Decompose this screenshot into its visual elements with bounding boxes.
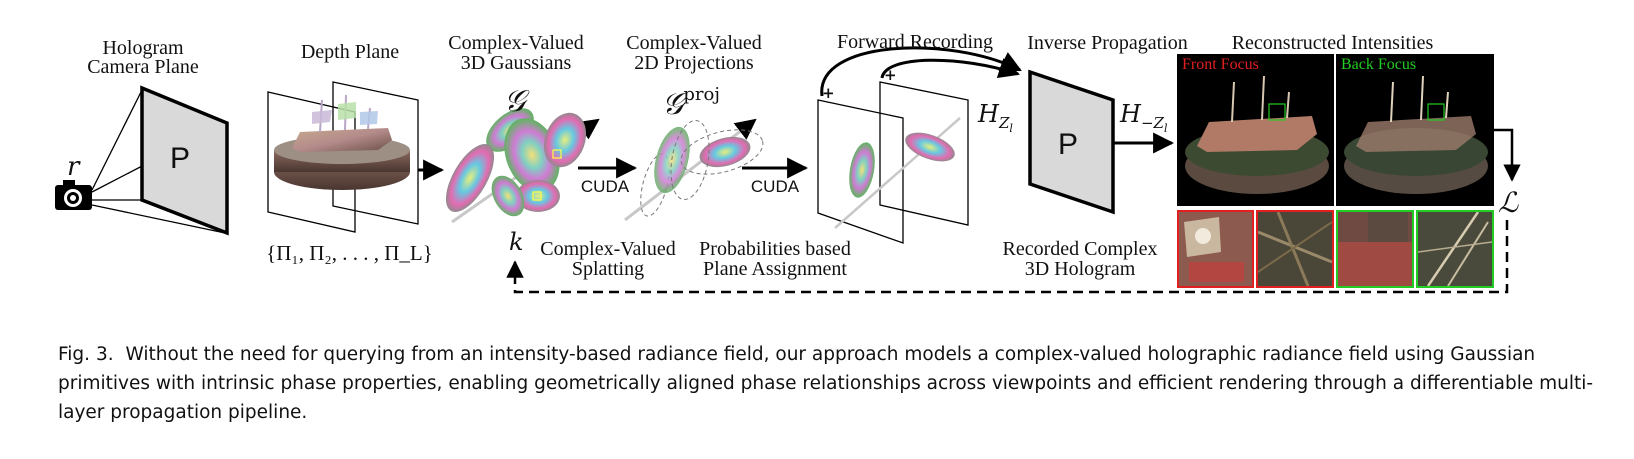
pipeline-diagram — [55, 46, 1521, 294]
crop-front-2 — [1256, 210, 1334, 288]
inverse-plane — [1028, 69, 1115, 215]
inverse-propagation-label: Inverse Propagation — [1027, 32, 1188, 54]
complex-gaussians-3d — [445, 108, 600, 224]
plus-sign-1: + — [822, 84, 835, 102]
ship-scene-image — [274, 94, 410, 190]
k-symbol: k — [509, 228, 524, 256]
figure-caption: Fig. 3. Without the need for querying fr… — [58, 340, 1598, 427]
h-forward-label: HZl — [978, 100, 1013, 135]
recorded-hologram-label-1: Recorded Complex — [1002, 238, 1158, 260]
gaussian-proj-symbol: 𝒢proj — [662, 84, 720, 122]
crop-back-1 — [1336, 210, 1414, 288]
recorded-hologram-planes — [817, 81, 969, 244]
hologram-label-2: Camera Plane — [87, 56, 199, 78]
loss-symbol: ℒ — [1498, 186, 1519, 219]
front-focus-image — [1185, 75, 1329, 194]
gaussian-proj-sup: proj — [683, 84, 720, 105]
cv-gaussians-label-1: Complex-Valued — [448, 32, 584, 54]
crop-back-2 — [1416, 210, 1494, 288]
hologram-label-1: Hologram — [102, 37, 184, 59]
front-focus-panel — [1177, 54, 1334, 206]
gaussian-proj-base: 𝒢 — [662, 87, 684, 122]
cv-splatting-label-2: Splatting — [571, 258, 645, 280]
feedback-loop — [506, 220, 1509, 294]
camera-icon — [55, 180, 92, 210]
cv-splatting-label-1: Complex-Valued — [540, 238, 676, 260]
recorded-hologram-label-2: 3D Hologram — [1024, 258, 1136, 280]
h-inverse-sub: −Zl — [1140, 113, 1168, 135]
cv-proj-label-1: Complex-Valued — [626, 32, 762, 54]
front-focus-label: Front Focus — [1182, 56, 1259, 73]
crop-front-1 — [1177, 210, 1254, 288]
cuda-label-1: CUDA — [580, 177, 630, 196]
forward-arrow-inner — [880, 58, 1020, 79]
plus-sign-2: + — [884, 66, 897, 84]
back-focus-image — [1344, 75, 1488, 194]
prob-plane-label-1: Probabilities based — [699, 238, 851, 260]
forward-arrow-outer — [820, 46, 1022, 97]
complex-projections-2d — [624, 118, 764, 222]
h-forward-base: H — [978, 100, 999, 128]
cv-gaussians-label-2: 3D Gaussians — [460, 52, 572, 74]
cuda-label-2: CUDA — [750, 177, 800, 196]
h-forward-sub: Zl — [998, 113, 1013, 135]
plane-p-left: P — [170, 142, 191, 175]
depth-set-label: {Π₁, Π₂, . . . , Π_L} — [266, 241, 433, 265]
cv-proj-label-2: 2D Projections — [634, 52, 754, 74]
r-symbol: r — [67, 152, 80, 182]
caption-text: Without the need for querying from an in… — [58, 344, 1594, 423]
forward-recording-label: Forward Recording — [836, 31, 994, 53]
depth-plane-label: Depth Plane — [300, 41, 400, 63]
back-focus-label: Back Focus — [1341, 56, 1417, 73]
caption-fig-number: Fig. 3. — [58, 344, 114, 365]
hologram-plane — [140, 85, 229, 236]
loss-arrow — [1494, 128, 1521, 182]
h-inverse-label: H−Zl — [1120, 100, 1167, 135]
gaussian-symbol: 𝒢 — [504, 84, 526, 119]
prob-plane-label-2: Plane Assignment — [703, 258, 847, 280]
h-inverse-base: H — [1120, 100, 1141, 128]
reconstructed-intensities-label: Reconstructed Intensities — [1231, 32, 1434, 54]
back-focus-panel — [1336, 54, 1494, 206]
plane-p-right: P — [1058, 128, 1079, 161]
